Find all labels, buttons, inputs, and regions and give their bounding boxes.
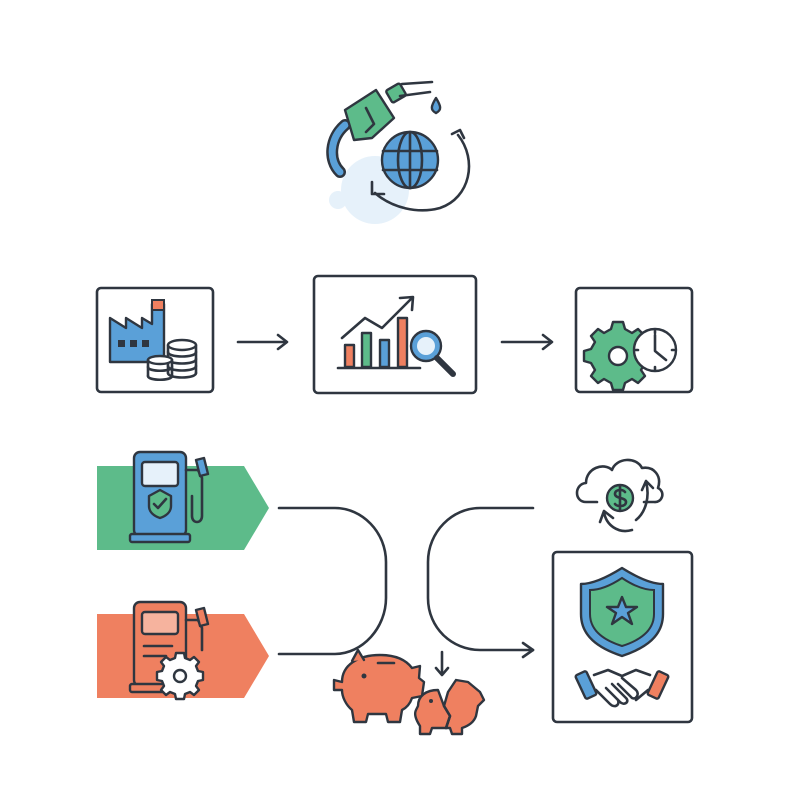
connector-right <box>426 506 535 659</box>
outcome-box <box>551 550 694 724</box>
bar-chart-icon <box>336 316 422 370</box>
tag-green <box>97 450 269 550</box>
coin-stack-icon <box>146 338 198 382</box>
down-arrow-icon <box>434 650 450 677</box>
gear-icon <box>155 651 205 701</box>
trend-arrow-icon <box>340 295 415 340</box>
savings-group <box>332 648 486 736</box>
cycle-arrows-icon <box>598 479 655 533</box>
cloud-dollar-icon <box>575 458 664 533</box>
handshake-icon <box>574 668 670 708</box>
arrow-step-2-to-3 <box>500 333 554 351</box>
check-shield-icon <box>147 488 173 520</box>
hero-illustration <box>326 80 471 224</box>
step-box-analysis <box>312 274 478 395</box>
cycle-arrows-icon <box>370 128 471 212</box>
fuel-drop-icon <box>430 96 442 115</box>
step-box-production <box>95 286 215 394</box>
step-box-efficiency <box>574 286 694 394</box>
broken-piggy-bank-icon <box>414 678 486 736</box>
connector-left <box>277 506 388 656</box>
magnifier-icon <box>409 329 456 377</box>
piggy-bank-icon <box>332 648 426 724</box>
tag-orange <box>97 600 269 701</box>
clock-icon <box>632 327 678 373</box>
fuel-nozzle-icon <box>326 80 434 178</box>
star-shield-icon <box>579 566 665 658</box>
arrow-step-1-to-2 <box>236 333 289 351</box>
factory-icon <box>108 299 166 364</box>
globe-icon <box>380 130 440 190</box>
